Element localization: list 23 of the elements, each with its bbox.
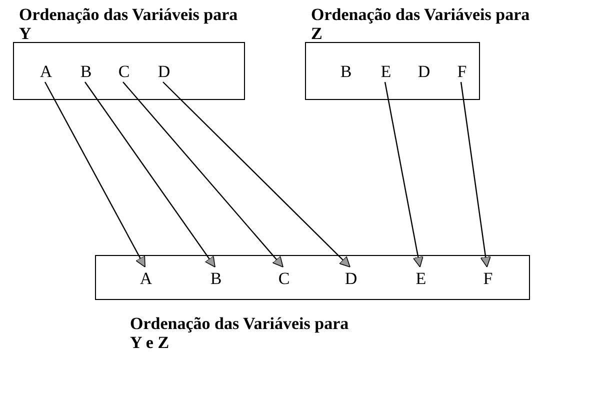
arrow	[384, 82, 424, 268]
arrow	[44, 82, 146, 268]
variable-letter: A	[36, 61, 56, 83]
variable-letter: D	[414, 61, 434, 83]
variable-letter: E	[376, 61, 396, 83]
group-heading: Ordenação das Variáveis para Y e Z	[130, 314, 350, 352]
arrow	[162, 82, 350, 268]
variable-letter: C	[114, 61, 134, 83]
group-heading: Ordenação das Variáveis para Z	[311, 5, 531, 43]
arrow	[122, 82, 284, 268]
variable-letter: B	[206, 268, 226, 290]
arrow	[84, 82, 216, 268]
variable-letter: D	[341, 268, 361, 290]
variable-letter: D	[154, 61, 174, 83]
variable-letter: A	[136, 268, 156, 290]
group-heading: Ordenação das Variáveis para Y	[19, 5, 239, 43]
variable-letter: F	[452, 61, 472, 83]
variable-letter: C	[274, 268, 294, 290]
variable-letter: E	[411, 268, 431, 290]
variable-letter: F	[478, 268, 498, 290]
variable-letter: B	[76, 61, 96, 83]
arrow	[460, 82, 491, 268]
variable-letter: B	[336, 61, 356, 83]
